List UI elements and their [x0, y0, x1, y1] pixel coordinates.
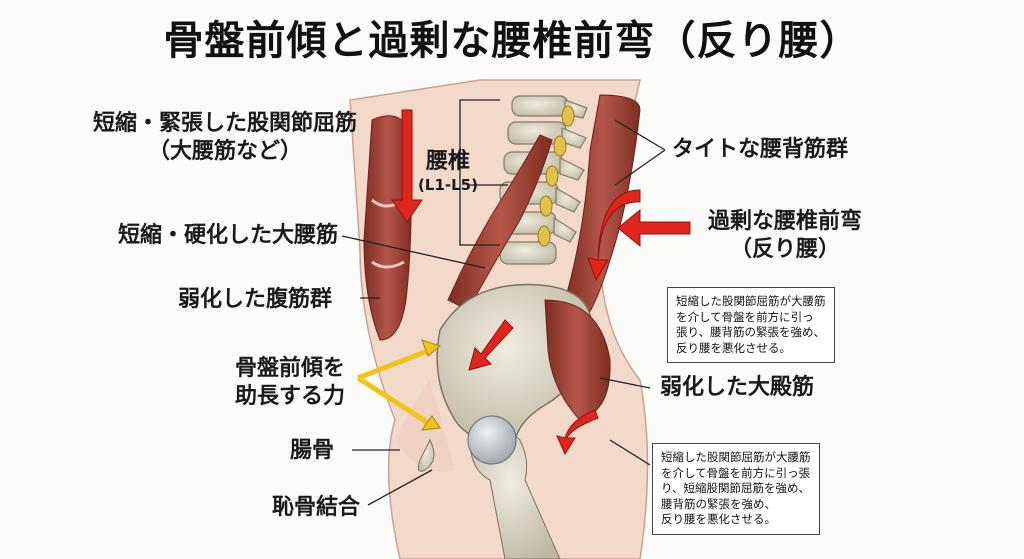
- tilt-force-label-line1: 骨盤前傾を: [234, 356, 345, 381]
- lumbar-label: 腰椎 (L1-L5): [418, 148, 478, 194]
- note-top: 短縮した股関節屈筋が大腰筋 を介して骨盤を前方に引っ 張り、腰背筋の緊張を強め、…: [667, 287, 835, 364]
- tilt-force-label: 骨盤前傾を 助長する力: [220, 355, 360, 410]
- tilt-force-label-line2: 助長する力: [234, 383, 345, 409]
- femoral-head: [467, 415, 517, 465]
- note-top-line: を介して骨盤を前方に引っ: [676, 309, 814, 324]
- note-top-line: 張り、腰背筋の緊張を強め、: [676, 325, 826, 340]
- lumbar-label-name: 腰椎: [425, 149, 470, 174]
- psoas-muscle: [447, 134, 553, 311]
- note-bottom-line: 反り腰を悪化させる。: [661, 512, 776, 527]
- note-bottom-line: 短縮した股関節屈筋が大腰筋: [661, 450, 811, 464]
- glute-muscle: [544, 299, 611, 421]
- lordosis-label-line1: 過剰な腰椎前弯: [707, 209, 862, 234]
- hip-flexor-label: 短縮・緊張した股関節屈筋 （大腰筋など）: [80, 110, 370, 165]
- note-bottom-line: 腰背筋の緊張を強め、: [661, 496, 776, 511]
- note-top-line: 反り腰を悪化させる。: [676, 340, 791, 355]
- note-bottom-line: を介して骨盤を前方に引っ張: [661, 465, 811, 480]
- glute-label: 弱化した大殿筋: [660, 375, 815, 400]
- red-arrows: [391, 109, 691, 456]
- psoas-label: 短縮・硬化した大腰筋: [118, 223, 339, 248]
- ilium-label: 腸骨: [290, 438, 335, 463]
- lumbar-label-range: (L1-L5): [418, 175, 478, 194]
- note-bottom: 短縮した股関節屈筋が大腰筋 を介して骨盤を前方に引っ張 り、短縮股関節屈筋を強め…: [652, 443, 820, 535]
- note-bottom-line: り、短縮股関節屈筋を強め、: [661, 481, 811, 496]
- hip-flexor-label-line1: 短縮・緊張した股関節屈筋: [92, 111, 357, 136]
- page-title: 骨盤前傾と過剰な腰椎前弯（反り腰）: [163, 18, 861, 64]
- lordosis-label-line2: （反り腰）: [729, 236, 840, 262]
- lordosis-label: 過剰な腰椎前弯 （反り腰）: [690, 208, 880, 263]
- note-top-line: 短縮した股関節屈筋が大腰筋: [676, 294, 826, 308]
- abdominals-label: 弱化した腹筋群: [178, 287, 333, 312]
- yellow-arrows: [356, 347, 432, 427]
- hip-flexor-label-line2: （大腰筋など）: [147, 138, 302, 164]
- leader-lines: [341, 99, 666, 506]
- back-muscles-label: タイトな腰背筋群: [672, 137, 849, 162]
- back-muscles: [564, 94, 641, 321]
- pubic-label: 恥骨結合: [272, 495, 361, 520]
